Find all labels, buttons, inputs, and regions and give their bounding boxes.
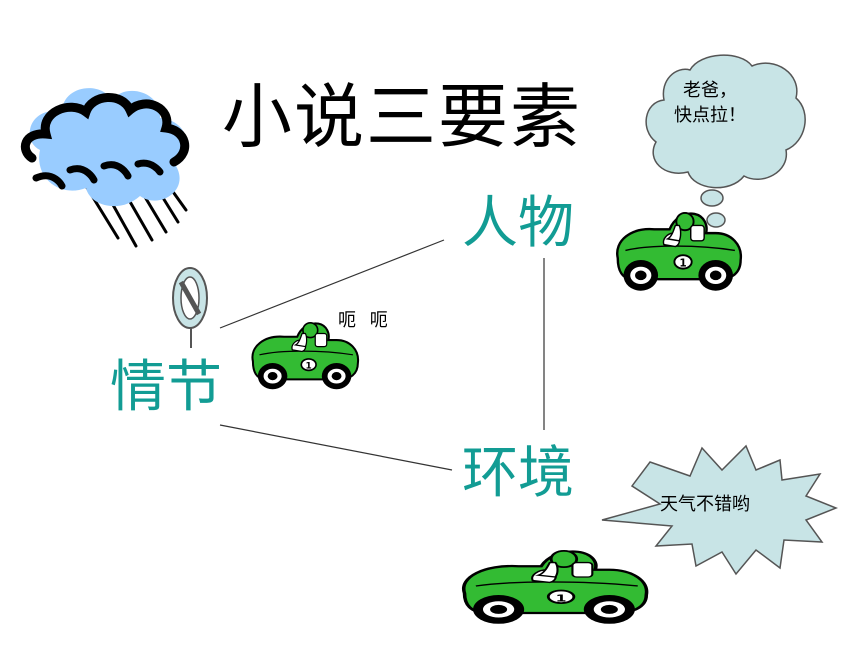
node-characters: 人物 bbox=[462, 191, 574, 256]
page-title: 小说三要素 bbox=[222, 76, 582, 158]
speech-line-2: 快点拉！ bbox=[674, 105, 746, 126]
starburst-text: 天气不错哟 bbox=[660, 494, 750, 515]
node-setting: 环境 bbox=[462, 441, 574, 506]
race-car-icon bbox=[251, 321, 360, 391]
starburst-bubble bbox=[601, 444, 839, 576]
node-plot: 情节 bbox=[110, 355, 222, 420]
rain-cloud-icon bbox=[20, 88, 190, 248]
speech-line-1: 老爸， bbox=[683, 80, 737, 101]
thought-bubble-text: 老爸， 快点拉！ bbox=[662, 78, 758, 128]
line-plot-characters bbox=[219, 239, 445, 329]
prohibition-sign-icon bbox=[172, 267, 208, 348]
race-car-icon bbox=[461, 549, 649, 626]
hesitation-text: 呃 呃 bbox=[338, 310, 392, 331]
connector-lines bbox=[219, 239, 545, 471]
line-plot-setting bbox=[219, 424, 453, 471]
